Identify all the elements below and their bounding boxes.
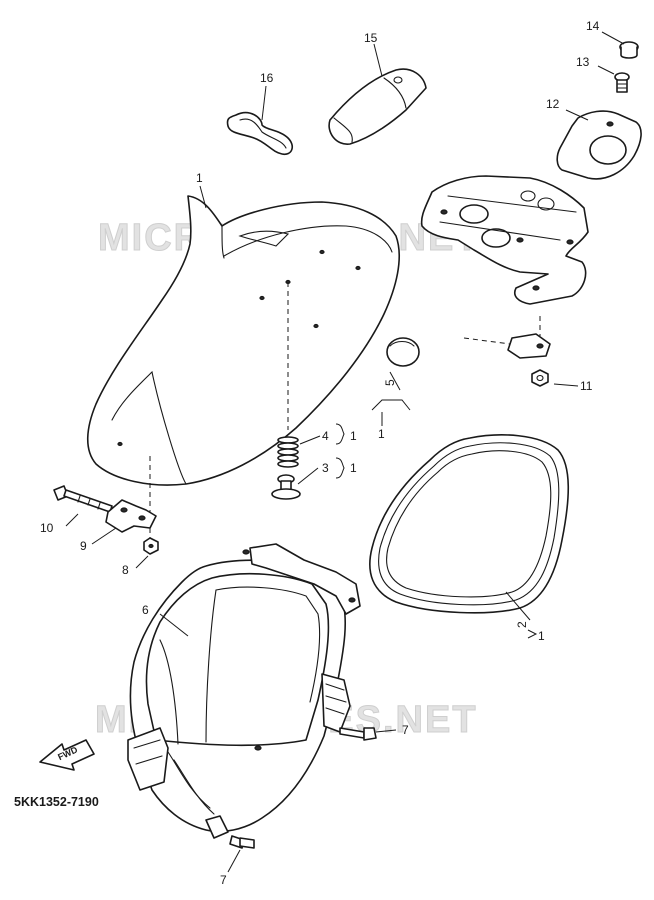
callout-5-qty: 1	[378, 427, 385, 441]
hinge-bracket[interactable]	[463, 316, 551, 359]
callout-1-seat: 1	[196, 171, 203, 185]
callout-12: 12	[546, 97, 560, 111]
callout-8: 8	[122, 563, 129, 577]
callout-9: 9	[80, 539, 87, 553]
part-10-bolt[interactable]	[53, 485, 113, 513]
part-7-bolt-right[interactable]	[339, 727, 377, 741]
callout-14: 14	[586, 19, 600, 33]
callout-11: 11	[580, 379, 593, 393]
callout-6: 6	[142, 603, 149, 617]
part-16-strap[interactable]	[226, 111, 294, 156]
rear-carrier-assembly[interactable]	[420, 175, 589, 305]
part-4-spring[interactable]	[277, 436, 299, 468]
callout-13: 13	[576, 55, 590, 69]
callout-16: 16	[260, 71, 274, 85]
part-6-storage-box[interactable]	[127, 543, 361, 839]
callout-2: 2	[515, 621, 529, 628]
part-14-cap[interactable]	[619, 41, 639, 59]
callout-7-bottom: 7	[220, 873, 227, 887]
part-13-bolt[interactable]	[614, 72, 630, 93]
callout-5: 5	[383, 379, 397, 386]
part-15-pouch[interactable]	[328, 68, 427, 145]
part-8-nut[interactable]	[143, 537, 159, 555]
callout-10: 10	[40, 521, 54, 535]
callout-4-qty: 1	[350, 429, 357, 443]
callout-7-right: 7	[402, 723, 409, 737]
callout-3-qty: 1	[350, 461, 357, 475]
leader-lines	[65, 31, 625, 873]
callout-3: 3	[322, 461, 329, 475]
part-9-hinge-plate[interactable]	[105, 499, 157, 533]
callouts: 14 13 15 16 12 1 11 5 1 4 1 3 1 10 9 8 6…	[40, 19, 600, 887]
diagram-code: 5KK1352-7190	[14, 795, 99, 809]
fwd-arrow-icon: FWD	[39, 739, 95, 771]
part-7-bolt-bottom[interactable]	[229, 835, 255, 849]
part-3-damper[interactable]	[271, 474, 301, 500]
part-2-gasket[interactable]	[369, 434, 570, 614]
part-12-bracket[interactable]	[556, 110, 642, 180]
part-1-seat[interactable]	[86, 195, 401, 540]
callout-4: 4	[322, 429, 329, 443]
part-5-emblem[interactable]	[386, 337, 420, 367]
callout-15: 15	[364, 31, 378, 45]
part-11-nut[interactable]	[531, 369, 549, 387]
callout-2-qty: 1	[538, 629, 545, 643]
